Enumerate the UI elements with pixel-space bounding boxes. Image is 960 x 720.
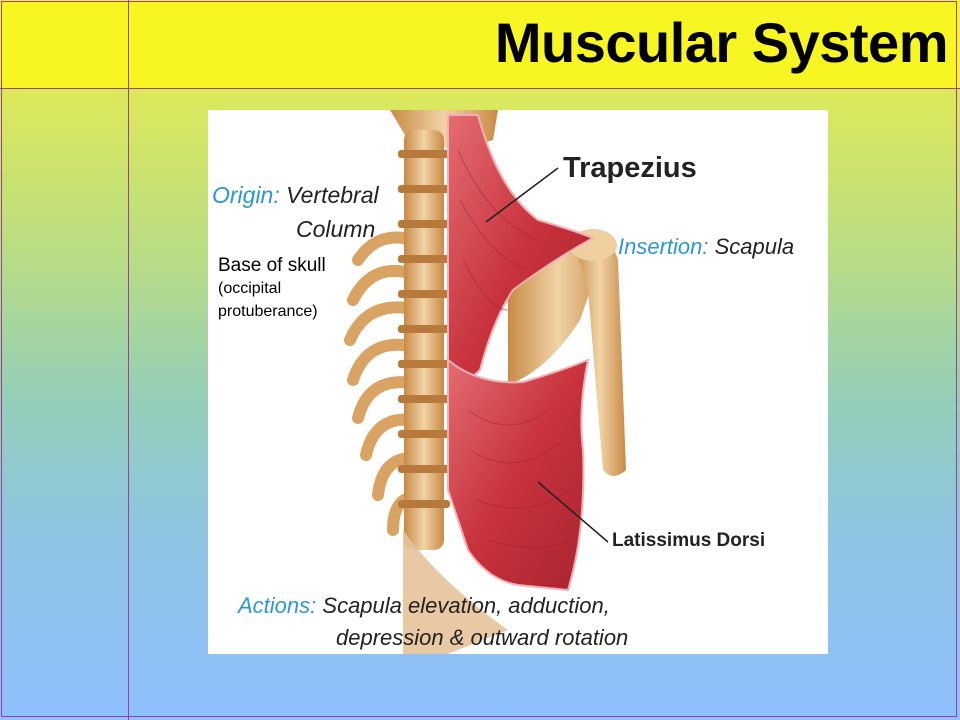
horizontal-rule: [0, 88, 960, 89]
anatomy-illustration: [344, 110, 626, 654]
actions-annotation: Actions: Scapula elevation, adduction, d…: [238, 590, 628, 654]
muscle-fibers: [457, 149, 571, 548]
origin-annotation: Origin: Vertebral Column: [212, 178, 379, 246]
insertion-value: Scapula: [714, 234, 795, 259]
base-of-skull-annotation: Base of skull (occipital protuberance): [218, 255, 326, 323]
actions-line1: Scapula elevation, adduction,: [322, 593, 610, 618]
vertebral-column: [398, 130, 450, 550]
actions-label: Actions:: [238, 593, 317, 618]
latissimus-label: Latissimus Dorsi: [612, 530, 766, 551]
vertical-rule: [128, 0, 129, 720]
actions-line2: depression & outward rotation: [336, 625, 629, 650]
title-band: [0, 0, 960, 88]
latissimus-dorsi-muscle: [447, 357, 590, 592]
trapezius-leader-line: [485, 167, 559, 223]
slide-title: Muscular System: [494, 11, 949, 74]
latissimus-leader-line: [537, 481, 609, 543]
base-line3: protuberance): [218, 303, 318, 320]
trapezius-muscle: [447, 114, 596, 403]
insertion-annotation: Insertion: Scapula: [618, 234, 794, 260]
pelvis: [403, 530, 508, 654]
origin-label: Origin:: [212, 182, 280, 208]
anatomy-figure: Origin: Vertebral Column Base of skull (…: [208, 110, 828, 654]
insertion-label: Insertion:: [618, 234, 709, 259]
trapezius-label: Trapezius: [563, 152, 697, 184]
origin-value-line1: Vertebral: [286, 182, 379, 208]
origin-value-line2: Column: [296, 216, 376, 242]
humerus: [573, 235, 626, 476]
base-line2: (occipital: [218, 280, 282, 297]
base-line1: Base of skull: [218, 255, 326, 276]
